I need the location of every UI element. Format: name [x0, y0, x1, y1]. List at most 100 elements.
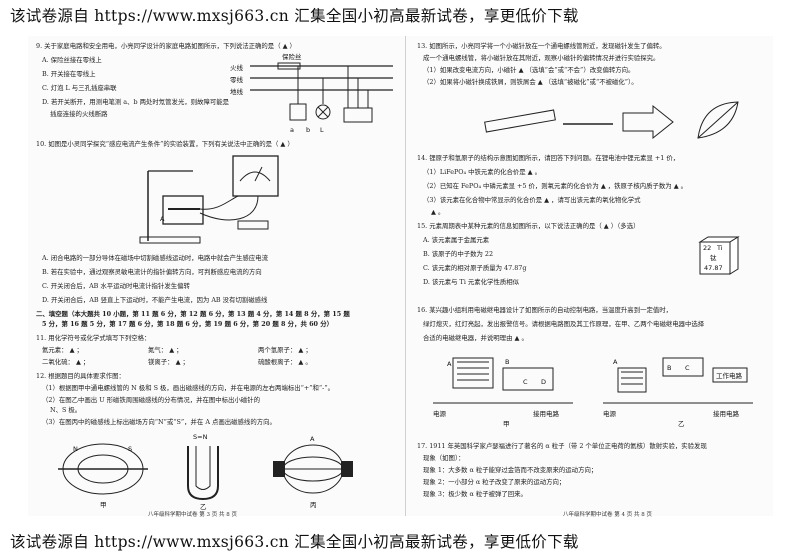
u-magnet — [162, 195, 204, 225]
q11-item-5: 镁离子： ▲ ； — [148, 358, 189, 366]
q17-phenomenon-1: 现象 1：大多数 α 粒子能穿过金箔而不改变原来的运动方向； — [423, 466, 598, 474]
q17-phenomenon-3: 现象 3：极少数 α 粒子被弹了回来。 — [423, 490, 527, 498]
relay-yi-label: 乙 — [678, 420, 685, 428]
q11-item-1: 氦元素： ▲ ； — [42, 346, 83, 354]
q14-part-3-cont: ▲ 。 — [431, 208, 445, 216]
q13-line-2: 成一个通电螺线管，将小磁针放在其附近，观察小磁针的偏转情况并进行实验探究。 — [423, 54, 660, 62]
q11-item-4: 二氧化硫： ▲ ； — [42, 358, 90, 366]
page-divider — [405, 36, 406, 516]
fig-bing-A-label: A — [310, 435, 315, 443]
relay-yi-source-label: 电源 — [603, 409, 617, 418]
q11-item-2: 氮气： ▲ ； — [148, 346, 183, 354]
q11-item-6: 硫酸根离子： ▲ 。 — [258, 358, 312, 366]
bottom-banner: 该试卷源自 https://www.mxsj663.cn 汇集全国小初高最新试卷… — [10, 533, 579, 551]
right-page: 13. 如图所示，小亮同学将一个小磁针放在一个通电螺线管附近，发现磁针发生了偏转… — [413, 36, 773, 518]
switch-symbol — [237, 220, 269, 230]
q9-option-d-cont: 插座连接的火线断路 — [50, 110, 108, 118]
q17-stem: 17. 1911 年英国科学家卢瑟福进行了著名的 α 粒子（带 2 个单位正电荷… — [417, 442, 707, 450]
q9-option-b: B. 开关接在零线上 — [42, 70, 96, 78]
left-page-footer: 八年级科学期中试卷 第 3 页 共 8 页 — [148, 512, 237, 518]
relay-jia-circuit-label: 接用电路 — [533, 409, 560, 418]
top-banner: 该试卷源自 https://www.mxsj663.cn 汇集全国小初高最新试卷… — [10, 7, 579, 25]
q10-option-b: B. 若在实验中，通过观察灵敏电流计的指针偏转方向，可判断感应电流的方向 — [42, 268, 262, 276]
periodic-table-cell: 22 Ti 钛 47.87 — [698, 236, 740, 275]
cell-name: 钛 — [710, 253, 717, 262]
magnet-field-diagrams: N S 甲 S=N 乙 A 丙 — [58, 433, 353, 511]
q17-phenomenon-2: 现象 2：一小部分 α 粒子改变了原来的运动方向； — [423, 478, 566, 486]
induction-apparatus-diagram: A — [139, 155, 279, 244]
q12-part-1: （1）根据图甲中通电螺线管的 N 极和 S 极，画出磁感线的方向，并在电源的左右… — [42, 384, 334, 392]
lamp-symbol — [315, 104, 331, 120]
relay-jia-label: 甲 — [503, 420, 510, 428]
ground-wire-label: 地线 — [230, 87, 244, 96]
q14-part-2: （2）已知在 FePO₄ 中磷元素显 +5 价，则氧元素的化合价为 ▲ ，铁原子… — [423, 182, 688, 190]
q15-stem: 15. 元素周期表中某种元素的信息如图所示，以下说法正确的是（ ▲ ）（多选） — [417, 222, 640, 230]
q12-part-3: （3）在图丙中的磁感线上标出磁场方向“N”或“S”，并在 A 点画出磁感线的方向… — [42, 418, 276, 426]
q15-option-a: A. 该元素属于金属元素 — [423, 236, 490, 244]
lamp-L-label: L — [320, 126, 324, 134]
q14-part-3: （3）该元素在化合物中常显示的化合价是 ▲ ，请写出该元素的氧化物化学式 — [423, 196, 641, 204]
cell-symbol: Ti — [716, 244, 723, 252]
q16-line-2: 绿灯熄灭，红灯亮起，发出报警信号。请根据电路图及其工作原理，在甲、乙两个电磁继电… — [423, 320, 705, 328]
section-2-heading: 二、填空题（本大题共 10 小题，第 11 题 6 分，第 12 题 6 分，第… — [36, 310, 350, 318]
q15-option-d: D. 该元素与 Ti 元素化学性质相似 — [423, 278, 520, 286]
right-page-footer: 八年级科学期中试卷 第 4 页 共 8 页 — [563, 512, 652, 518]
q10-stem: 10. 如图是小灵同学探究“感应电流产生条件”的实验装置，下列有关说法中正确的是… — [36, 140, 294, 148]
q14-stem: 14. 锂原子和氢原子的结构示意图如图所示，请回答下列问题。在锂电池中锂元素显 … — [417, 154, 680, 162]
fig-jia-label: 甲 — [100, 501, 107, 509]
relay-yi-C-label: C — [685, 364, 690, 372]
fig-jia-S-label: S — [128, 445, 132, 453]
q12-part-2: （2）在图乙中画出 U 形磁铁周围磁感线的分布情况，并在图中标出小磁针的 — [42, 396, 261, 404]
q10-option-a: A. 闭合电路的一部分导体在磁场中切割磁感线运动时，电路中就会产生感应电流 — [42, 254, 268, 262]
relay-yi-worker-label: 工作电路 — [716, 371, 743, 380]
fig-jia-N-label: N — [73, 445, 78, 453]
section-2-heading-cont: 5 分，第 16 题 5 分，第 17 题 6 分，第 18 题 6 分，第 1… — [42, 320, 333, 328]
q12-part-2-cont: N、S 极。 — [50, 406, 82, 414]
relay-yi-B-label: B — [667, 364, 671, 372]
q11-item-3: 两个氢原子： ▲ ； — [258, 346, 312, 354]
point-b-label: b — [306, 126, 310, 134]
q9-option-c: C. 灯泡 L 与三孔插座串联 — [42, 84, 117, 92]
relay-yi-circuit-label: 接用电路 — [713, 409, 740, 418]
q10-option-c: C. 开关闭合后，AB 水平运动时电流计指针发生偏转 — [42, 282, 190, 290]
q13-figures — [484, 101, 739, 140]
fuse-label: 保险丝 — [282, 52, 302, 61]
fig-yi-label: 乙 — [200, 503, 207, 511]
q13-stem: 13. 如图所示，小亮同学将一个小磁针放在一个通电螺线管附近，发现磁针发生了偏转… — [417, 42, 666, 50]
q14-part-1: （1）LiFePO₄ 中铁元素的化合价是 ▲ 。 — [423, 168, 542, 176]
q13-part-2: （2）如果将小磁针换成铁屑，则铁屑会 ▲ （选填“被磁化”或“不被磁化”）。 — [423, 78, 638, 86]
relay-yi-A-label: A — [613, 358, 618, 366]
cell-atomic-number: 22 — [703, 244, 711, 252]
conductor-A-label: A — [160, 215, 165, 223]
switch-symbol — [289, 103, 307, 121]
galvanometer — [232, 155, 279, 197]
house-circuit-diagram: 火线 零线 地线 保险丝 a b L — [230, 52, 393, 134]
point-a-label: a — [290, 126, 294, 134]
fig-yi-SN-label: S=N — [193, 433, 208, 441]
q12-stem: 12. 根据题目的具体要求作图： — [36, 372, 125, 380]
cell-mass: 47.87 — [704, 264, 723, 272]
relay-diagrams: A B C D 电源 接用电路 甲 工作电路 B C A 电源 接用电路 乙 — [433, 357, 753, 428]
q16-line-3: 合适的电磁继电器，并说明理由 ▲ 。 — [423, 334, 528, 342]
q17-line-2: 现象（如图）： — [423, 454, 465, 462]
relay-jia-D-label: D — [541, 378, 546, 386]
relay-jia-C-label: C — [523, 378, 528, 386]
q9-stem: 9. 关于家庭电路和安全用电，小亮同学设计的家庭电路如图所示，下列说法正确的是（… — [36, 42, 296, 50]
live-wire-label: 火线 — [230, 63, 244, 72]
q11-stem: 11. 用化学符号或化学式填写下列空格： — [36, 334, 151, 342]
left-page: 9. 关于家庭电路和安全用电，小亮同学设计的家庭电路如图所示，下列说法正确的是（… — [28, 36, 400, 518]
q15-option-b: B. 该原子的中子数为 22 — [423, 250, 494, 258]
q16-stem: 16. 某兴趣小组利用电磁继电器设计了如图所示的自动控制电路，当温度升高到一定值… — [417, 306, 673, 314]
neutral-wire-label: 零线 — [230, 75, 244, 84]
q13-part-1: （1）如果改变电流方向，小磁针 ▲ （选填“会”或“不会”）改变偏转方向。 — [423, 66, 635, 74]
q9-option-a: A. 保险丝接在零线上 — [42, 56, 102, 64]
socket-symbol — [343, 107, 373, 123]
q10-option-d: D. 开关闭合后，AB 竖直上下运动时，不能产生电流，因为 AB 没有切割磁感线 — [42, 296, 268, 304]
relay-jia-A-label: A — [447, 360, 452, 368]
q15-option-c: C. 该元素的相对原子质量为 47.87g — [423, 264, 527, 272]
fig-bing-label: 丙 — [310, 501, 317, 509]
relay-jia-B-label: B — [505, 358, 509, 366]
q9-option-d: D. 若开关断开，用测电笔测 a、b 两处时氖管发光，则故障可能是 — [42, 98, 230, 106]
exam-scan: 9. 关于家庭电路和安全用电，小亮同学设计的家庭电路如图所示，下列说法正确的是（… — [28, 36, 773, 518]
relay-jia-source-label: 电源 — [433, 409, 447, 418]
